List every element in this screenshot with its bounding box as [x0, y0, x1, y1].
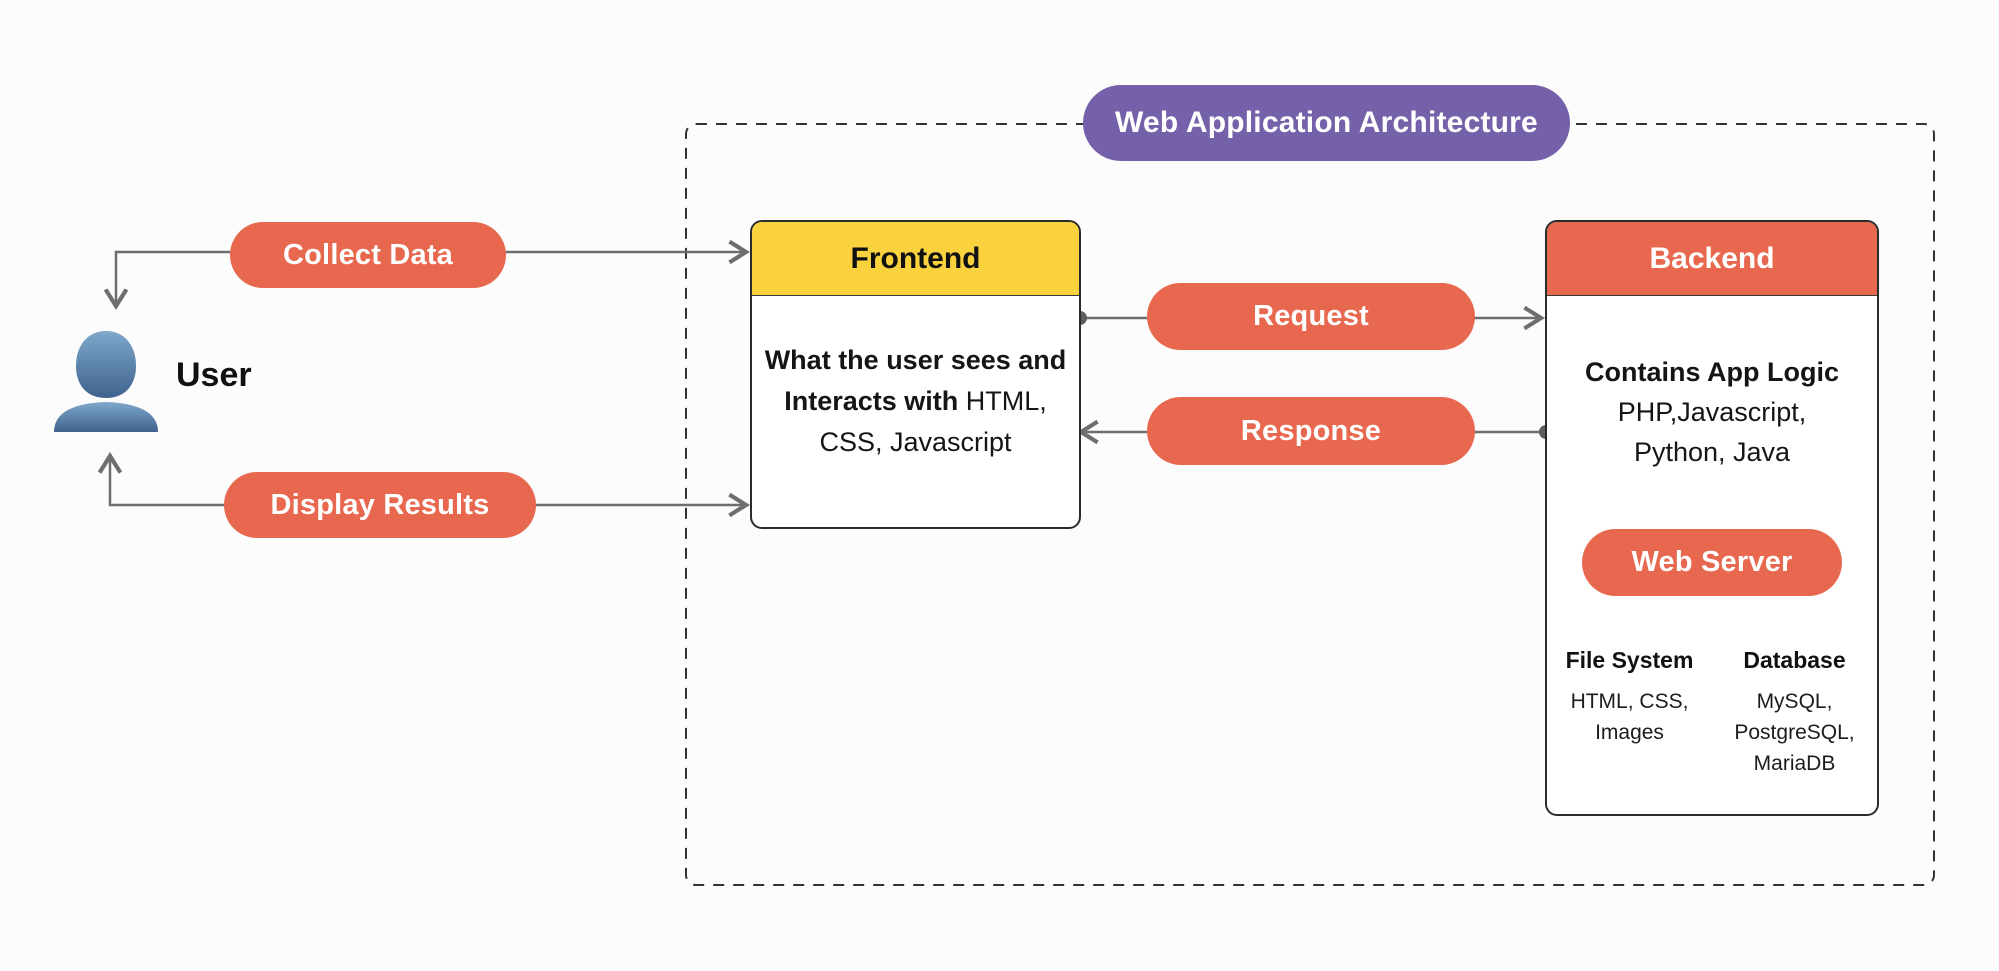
backend-logic-line: Python, Java	[1633, 437, 1791, 467]
user-label: User	[176, 356, 252, 394]
database-line: MariaDB	[1753, 752, 1836, 775]
web-server-pill: Web Server	[1582, 529, 1842, 596]
backend-logic-line: PHP,Javascript,	[1617, 397, 1807, 427]
title-pill: Web Application Architecture	[1083, 85, 1570, 161]
collect-data-label: Collect Data	[283, 238, 453, 271]
database-title: Database	[1743, 647, 1846, 673]
frontend-header: Frontend	[752, 222, 1079, 296]
collect-data-pill: Collect Data	[230, 222, 506, 288]
display-results-pill: Display Results	[224, 472, 536, 538]
backend-logic-title: Contains App Logic	[1585, 357, 1839, 387]
backend-columns: File System HTML, CSS, Images Database M…	[1547, 647, 1877, 779]
request-label: Request	[1253, 300, 1369, 332]
response-pill: Response	[1147, 397, 1475, 465]
user-silhouette-icon	[54, 331, 158, 432]
backend-header: Backend	[1547, 222, 1877, 296]
response-label: Response	[1240, 414, 1382, 447]
web-server-label: Web Server	[1631, 546, 1793, 578]
frontend-body-line3: CSS, Javascript	[819, 427, 1012, 457]
file-system-line: Images	[1595, 721, 1664, 744]
database-column: Database MySQL, PostgreSQL, MariaDB	[1712, 647, 1877, 779]
frontend-body: What the user sees and Interacts with HT…	[752, 296, 1079, 463]
display-results-label: Display Results	[270, 488, 490, 521]
database-line: PostgreSQL,	[1734, 721, 1855, 744]
file-system-title: File System	[1565, 647, 1694, 673]
backend-title: Backend	[1649, 241, 1775, 275]
frontend-body-line2: Interacts with HTML,	[784, 386, 1047, 416]
frontend-title: Frontend	[850, 241, 981, 275]
arrow-display-results-to-user	[97, 451, 226, 507]
title-pill-label: Web Application Architecture	[1115, 106, 1538, 139]
arrow-collect-data-to-user	[103, 250, 232, 311]
frontend-body-line1: What the user sees and	[764, 345, 1067, 375]
backend-logic: Contains App Logic PHP,Javascript, Pytho…	[1547, 352, 1877, 472]
backend-box: Backend Contains App Logic PHP,Javascrip…	[1545, 220, 1879, 816]
database-line: MySQL,	[1756, 690, 1833, 713]
file-system-column: File System HTML, CSS, Images	[1547, 647, 1712, 779]
file-system-line: HTML, CSS,	[1570, 690, 1689, 713]
frontend-box: Frontend What the user sees and Interact…	[750, 220, 1081, 529]
request-pill: Request	[1147, 283, 1475, 350]
